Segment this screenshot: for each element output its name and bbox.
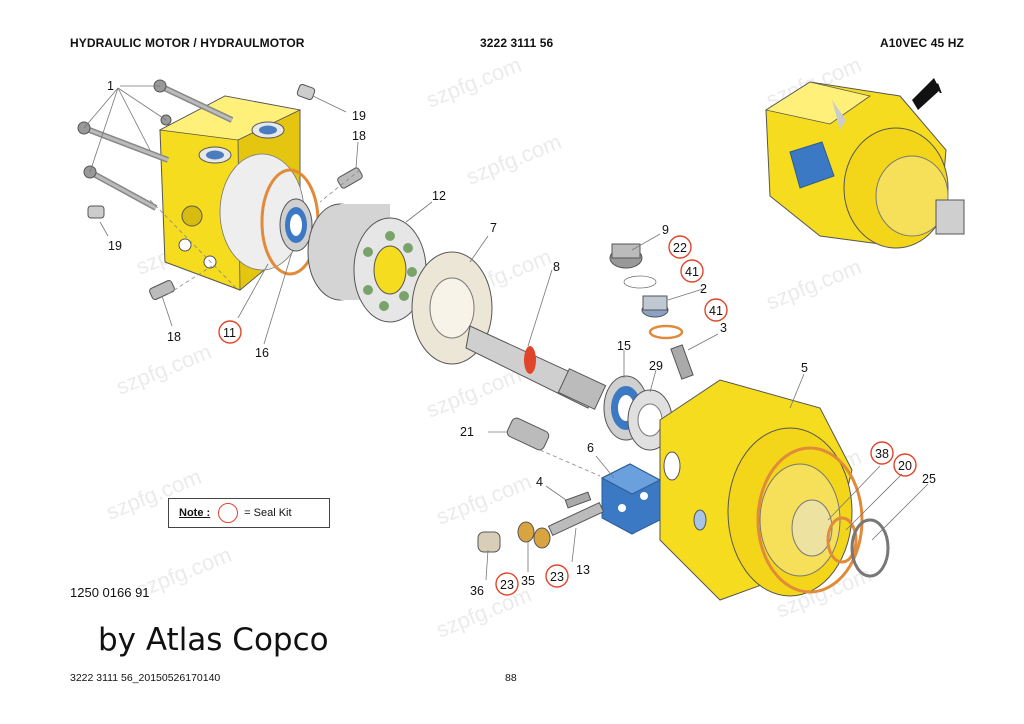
seal-kit-marker	[495, 572, 519, 596]
callout-4: 4	[536, 475, 543, 489]
watermark-text: szpfg.com	[113, 339, 215, 400]
callout-41: 41	[685, 265, 699, 279]
cylinder-block-12	[307, 203, 427, 323]
callout-9: 9	[662, 223, 669, 237]
callout-22: 22	[673, 241, 687, 255]
page-number: 88	[505, 672, 517, 684]
seal-41	[623, 275, 657, 289]
callout-15: 15	[617, 339, 631, 353]
callout-25: 25	[922, 472, 936, 486]
legend-text: = Seal Kit	[244, 507, 292, 519]
seal-kit-circle-icon	[218, 503, 239, 523]
callout-labels: 1 19 18 19 18 11 16 12 7 8 9 22 41 2 41 …	[107, 79, 936, 598]
watermark-text: szpfg.com	[423, 362, 525, 423]
seal-kit-marker	[893, 453, 917, 477]
model-name: A10VEC 45 HZ	[880, 36, 964, 50]
plug-19-top	[296, 83, 316, 101]
sleeve-13	[547, 501, 605, 537]
seal-kit-marker	[218, 320, 242, 344]
seal-kit-marker	[680, 259, 704, 283]
seal-kit-marker	[545, 564, 569, 588]
bearing-16	[279, 198, 313, 252]
callout-21: 21	[460, 425, 474, 439]
callout-2: 2	[700, 282, 707, 296]
callout-18: 18	[167, 330, 181, 344]
motor-housing-5	[659, 379, 864, 601]
watermark-text: szpfg.com	[463, 129, 565, 190]
callout-23: 23	[500, 578, 514, 592]
callout-8: 8	[553, 260, 560, 274]
seal-kit-marker	[668, 235, 692, 259]
callout-19: 19	[352, 109, 366, 123]
screw-4	[564, 491, 592, 509]
drive-shaft-8	[465, 325, 607, 410]
watermark-text: szpfg.com	[433, 469, 535, 530]
seal-kit-marker	[704, 298, 728, 322]
brand-caption: by Atlas Copco	[98, 622, 329, 658]
legend-label: Note :	[179, 507, 211, 519]
callout-20: 20	[898, 459, 912, 473]
valve-18-top	[337, 167, 363, 189]
control-block-6	[600, 463, 662, 535]
valve-18-bottom	[149, 279, 175, 301]
callout-16: 16	[255, 346, 269, 360]
callout-36: 36	[470, 584, 484, 598]
callout-5: 5	[801, 361, 808, 375]
plug-36	[477, 531, 501, 553]
circlip-25	[850, 518, 890, 578]
seal-kit-marker	[870, 441, 894, 465]
long-bolts	[77, 79, 234, 211]
seal-41-lower	[648, 324, 684, 340]
valve-21	[506, 417, 550, 451]
callout-3: 3	[720, 321, 727, 335]
callout-35: 35	[521, 574, 535, 588]
document-number: 1250 0166 91	[70, 585, 150, 600]
end-cover	[158, 95, 305, 291]
callout-18: 18	[352, 129, 366, 143]
view-arrow-icon	[912, 78, 940, 110]
leader-lines	[83, 85, 929, 581]
seal-kit-legend: Note : = Seal Kit	[168, 498, 330, 528]
o-ring-20	[826, 516, 858, 564]
callout-1: 1	[107, 79, 114, 93]
plug-9	[609, 243, 643, 269]
watermark-text: szpfg.com	[423, 52, 525, 113]
part-number: 3222 3111 56	[480, 36, 554, 50]
watermark-text: szpfg.com	[763, 254, 865, 315]
callout-23: 23	[550, 570, 564, 584]
callout-11: 11	[223, 326, 236, 340]
piston-2	[641, 295, 669, 318]
callout-29: 29	[649, 359, 663, 373]
callout-12: 12	[432, 189, 446, 203]
callout-7: 7	[490, 221, 497, 235]
callout-13: 13	[576, 563, 590, 577]
callout-38: 38	[875, 447, 889, 461]
fitting-35	[517, 521, 551, 549]
diagram-title: HYDRAULIC MOTOR / HYDRAULMOTOR	[70, 36, 305, 50]
plug-19-left	[87, 205, 105, 219]
view-label-a: A	[932, 80, 942, 96]
footer-file-reference: 3222 3111 56_20150526170140	[70, 672, 221, 684]
callout-6: 6	[587, 441, 594, 455]
assembled-motor-view: A	[764, 78, 965, 249]
callout-41: 41	[709, 304, 723, 318]
pin-3	[670, 344, 694, 380]
callout-19: 19	[108, 239, 122, 253]
